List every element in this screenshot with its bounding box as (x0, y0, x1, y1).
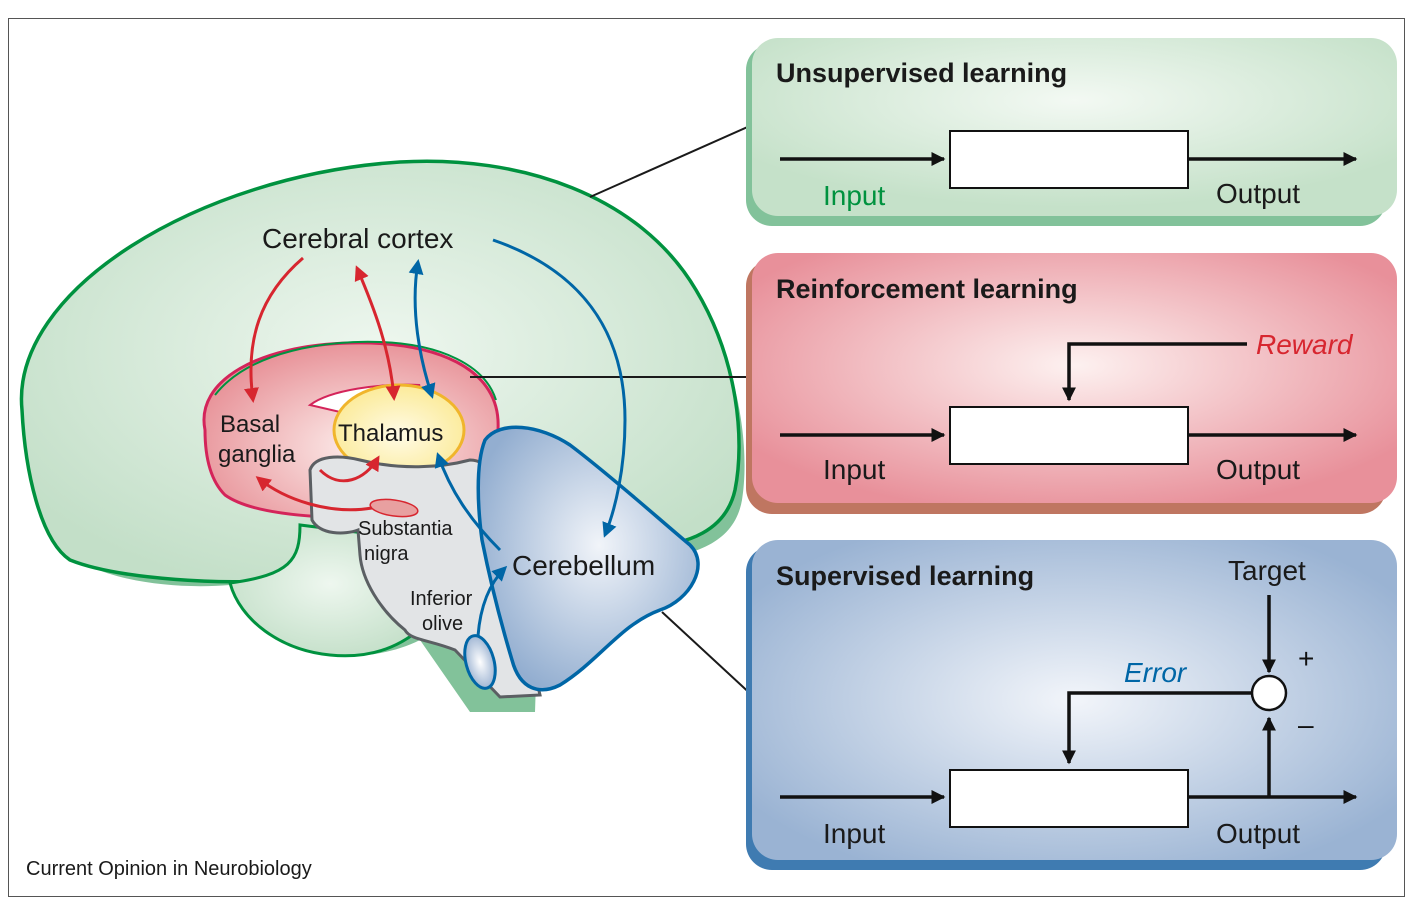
arrow-cortex-to-basal-ganglia (243, 256, 304, 403)
label-basal: Basal (220, 411, 280, 438)
label-ganglia: ganglia (218, 441, 296, 468)
plus-sign: + (1298, 643, 1314, 674)
label-thalamus: Thalamus (338, 420, 443, 447)
label-olive: olive (422, 613, 463, 635)
reinf-process-box (949, 406, 1189, 465)
panel-supervised: Supervised learning Target + – Error Inp… (746, 540, 1397, 870)
label-cerebellum: Cerebellum (512, 550, 655, 581)
panel-unsupervised-title: Unsupervised learning (776, 58, 1067, 88)
panel-reinforcement-bg (752, 253, 1397, 503)
reward-label: Reward (1256, 329, 1354, 360)
inferior-olive-shape (463, 634, 497, 690)
panel-unsupervised: Unsupervised learning Input Output (746, 38, 1397, 226)
arrow-substantia-nigra-to-basal-ganglia (255, 476, 373, 512)
arrow-thalamus-cortex-blue (408, 259, 436, 399)
sup-output-label: Output (1216, 818, 1300, 849)
error-arrow (1062, 691, 1252, 765)
panel-supervised-bg (752, 540, 1397, 860)
unsup-input-label: Input (823, 180, 885, 211)
unsup-process-box (949, 130, 1189, 189)
arrow-thalamus-cortex-bidirectional (354, 265, 401, 401)
brain-illustration: Cerebral cortex Basal ganglia Thalamus S… (19, 124, 756, 712)
reinf-input-label: Input (823, 454, 885, 485)
figure-caption: Current Opinion in Neurobiology (26, 858, 312, 880)
sup-input-label: Input (823, 818, 885, 849)
error-label: Error (1124, 657, 1188, 688)
panel-supervised-title: Supervised learning (776, 561, 1034, 591)
connector-cortex-unsupervised (589, 124, 753, 198)
label-substantia: Substantia (358, 518, 453, 540)
arrow-cortex-to-cerebellum (492, 238, 627, 538)
arrow-basal-ganglia-to-thalamus (318, 455, 380, 483)
panel-reinforcement: Reinforcement learning Reward Input Outp… (746, 253, 1397, 514)
label-cerebral-cortex: Cerebral cortex (262, 223, 453, 254)
panel-reinforcement-title: Reinforcement learning (776, 274, 1078, 304)
arrow-olive-to-cerebellum (476, 565, 508, 637)
label-inferior: Inferior (410, 588, 473, 610)
comparator-node (1250, 674, 1288, 712)
reinf-output-label: Output (1216, 454, 1300, 485)
connector-cerebellum-supervised (661, 611, 756, 699)
reward-arrow (1062, 342, 1247, 402)
substantia-nigra-shape (369, 498, 419, 518)
arrow-cerebellum-to-thalamus (434, 452, 502, 552)
target-label: Target (1228, 555, 1306, 586)
panel-unsupervised-bg (752, 38, 1397, 216)
sup-process-box (949, 769, 1189, 828)
unsup-output-label: Output (1216, 178, 1300, 209)
cerebellum-shape (476, 425, 700, 692)
label-nigra: nigra (364, 543, 409, 565)
minus-sign: – (1298, 709, 1314, 740)
